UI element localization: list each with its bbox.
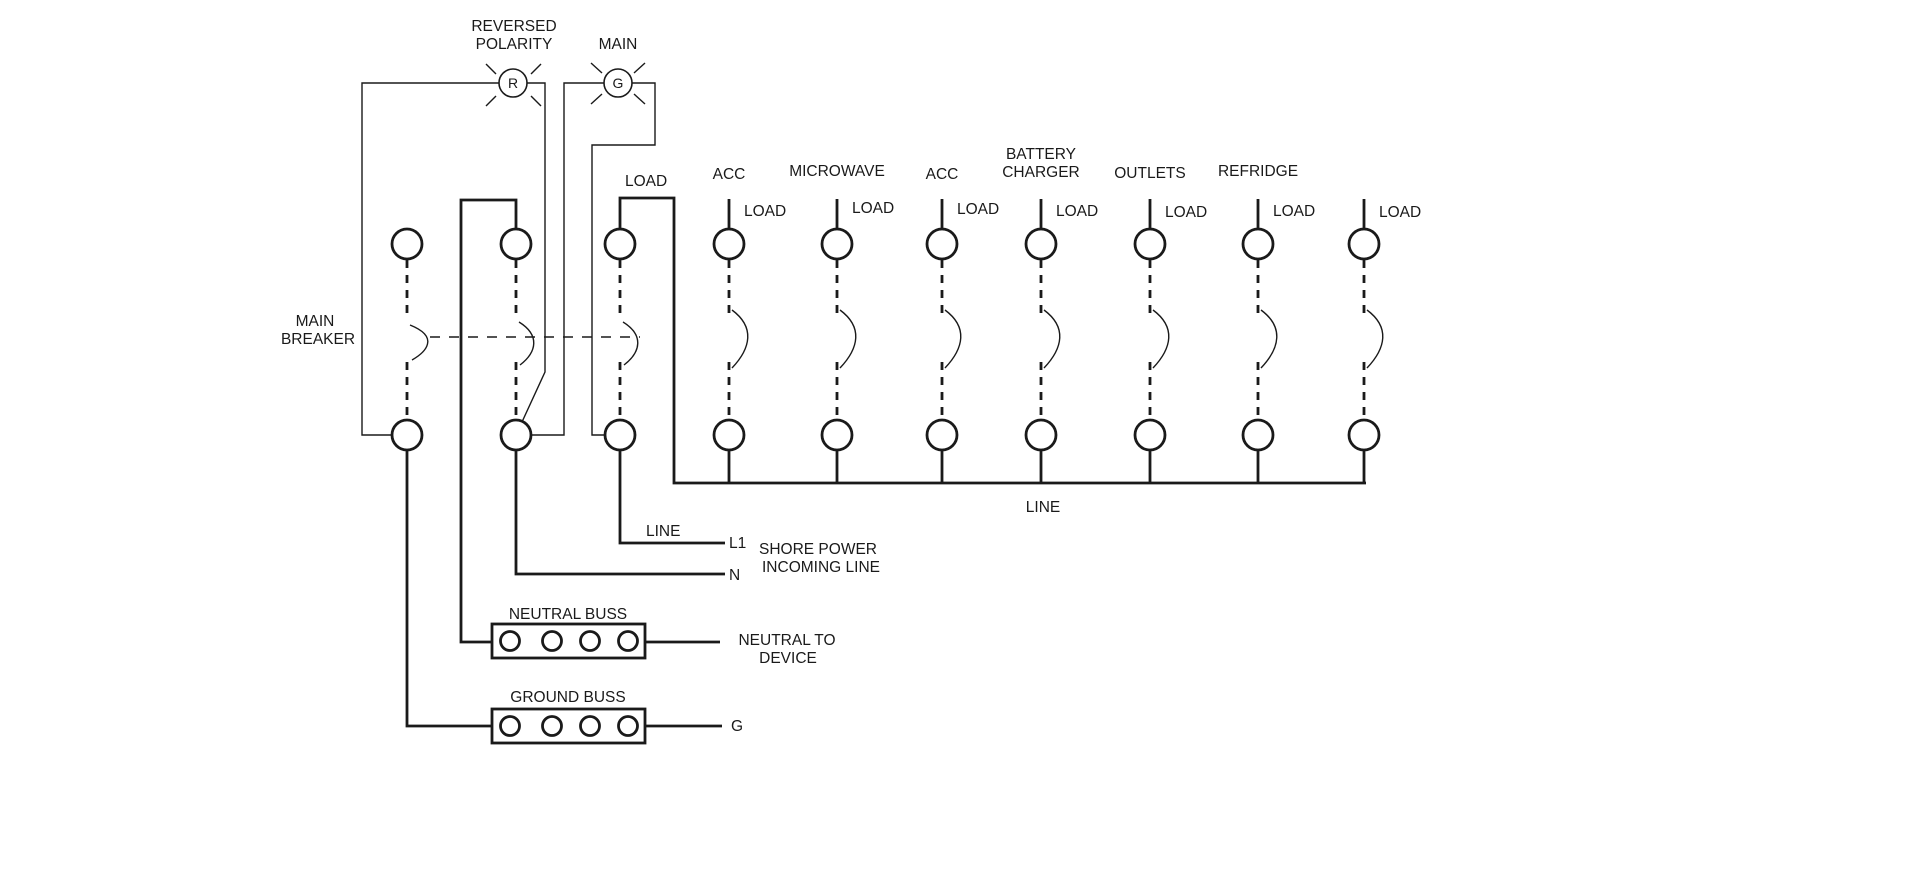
- branch-name-label: OUTLETS: [1114, 165, 1185, 182]
- shore-power-label-1: SHORE POWER: [759, 541, 877, 558]
- branch-name-label: REFRIDGE: [1218, 163, 1298, 180]
- branch-load-label: LOAD: [957, 201, 999, 218]
- breaker-switch-arc: [1260, 309, 1278, 369]
- load-terminal: [925, 227, 959, 261]
- branch-load-label: LOAD: [1056, 203, 1098, 220]
- main-breaker-pole-neutral: [499, 227, 535, 452]
- neutral-buss: [490, 622, 647, 660]
- main-load-label: LOAD: [625, 173, 667, 190]
- main-breaker-label-2: BREAKER: [281, 331, 355, 348]
- line-terminal: [1347, 418, 1381, 452]
- load-bus-wire: [618, 196, 1366, 485]
- line-terminal: [925, 418, 959, 452]
- branch-breaker: LOAD ACC: [925, 166, 999, 483]
- breaker-switch-arc: [1366, 309, 1384, 369]
- branch-name-label: MICROWAVE: [789, 163, 885, 180]
- neutral-buss-label: NEUTRAL BUSS: [509, 606, 627, 623]
- branch-load-label: LOAD: [1165, 204, 1207, 221]
- load-terminal: [1241, 227, 1275, 261]
- shore-n-wire: [514, 450, 725, 576]
- branch-load-label: LOAD: [744, 203, 786, 220]
- line-terminal: [820, 418, 854, 452]
- line-terminal: [712, 418, 746, 452]
- ground-buss: [490, 707, 647, 745]
- branch-circuits: LOAD ACC LOAD MICROWAVE LOAD ACC LOAD BATTERYCH…: [712, 146, 1421, 483]
- reversed-polarity-lamp: R: [485, 63, 542, 107]
- branch-name-label: ACC: [926, 166, 959, 183]
- r-lamp-label: R: [508, 75, 518, 91]
- breaker-switch-arc: [1152, 309, 1170, 369]
- branch-breaker: LOAD REFRIDGE: [1218, 163, 1315, 483]
- breaker-switch-arc: [731, 309, 749, 369]
- main-lamp-label: MAIN: [599, 36, 638, 53]
- neutral-buss-wire: [459, 198, 518, 644]
- line-feed-label: LINE: [646, 523, 680, 540]
- main-breaker-pole-ground: [390, 227, 429, 452]
- ground-buss-label: GROUND BUSS: [510, 689, 625, 706]
- g-label: G: [731, 718, 743, 735]
- main-breaker-pole-line: [603, 227, 639, 452]
- load-terminal: [712, 227, 746, 261]
- main-lamp: G: [590, 62, 646, 105]
- branch-load-label: LOAD: [852, 200, 894, 217]
- branch-name-label: BATTERY: [1006, 146, 1076, 163]
- reversed-polarity-label-2: POLARITY: [476, 36, 553, 53]
- lamp-wiring: [361, 82, 656, 436]
- load-terminal: [820, 227, 854, 261]
- load-terminal: [1347, 227, 1381, 261]
- shore-power-label-2: INCOMING LINE: [762, 559, 880, 576]
- l1-label: L1: [729, 535, 746, 552]
- line-terminal: [1024, 418, 1058, 452]
- line-terminal: [1241, 418, 1275, 452]
- n-label: N: [729, 567, 740, 584]
- branch-load-label: LOAD: [1379, 204, 1421, 221]
- branch-breaker: LOAD MICROWAVE: [789, 163, 894, 483]
- branch-breaker: LOAD ACC: [712, 166, 786, 483]
- g-lamp-label: G: [613, 75, 624, 91]
- load-terminal: [1024, 227, 1058, 261]
- branch-name-label-2: CHARGER: [1002, 164, 1080, 181]
- breaker-switch-arc: [944, 309, 962, 369]
- reversed-polarity-label-1: REVERSED: [471, 18, 556, 35]
- main-breaker-label-1: MAIN: [296, 313, 335, 330]
- ground-buss-wire: [405, 450, 492, 728]
- branch-load-label: LOAD: [1273, 203, 1315, 220]
- branch-breaker: LOAD OUTLETS: [1114, 165, 1207, 483]
- branch-breaker: LOAD: [1347, 199, 1421, 483]
- branch-name-label: ACC: [713, 166, 746, 183]
- line-terminal: [1133, 418, 1167, 452]
- line-bus-label: LINE: [1026, 499, 1060, 516]
- neutral-to-device-label-2: DEVICE: [759, 650, 817, 667]
- breaker-switch-arc: [839, 309, 857, 369]
- load-terminal: [1133, 227, 1167, 261]
- shore-l1-wire: [618, 450, 725, 545]
- breaker-switch-arc: [1043, 309, 1061, 369]
- neutral-to-device-label-1: NEUTRAL TO: [738, 632, 835, 649]
